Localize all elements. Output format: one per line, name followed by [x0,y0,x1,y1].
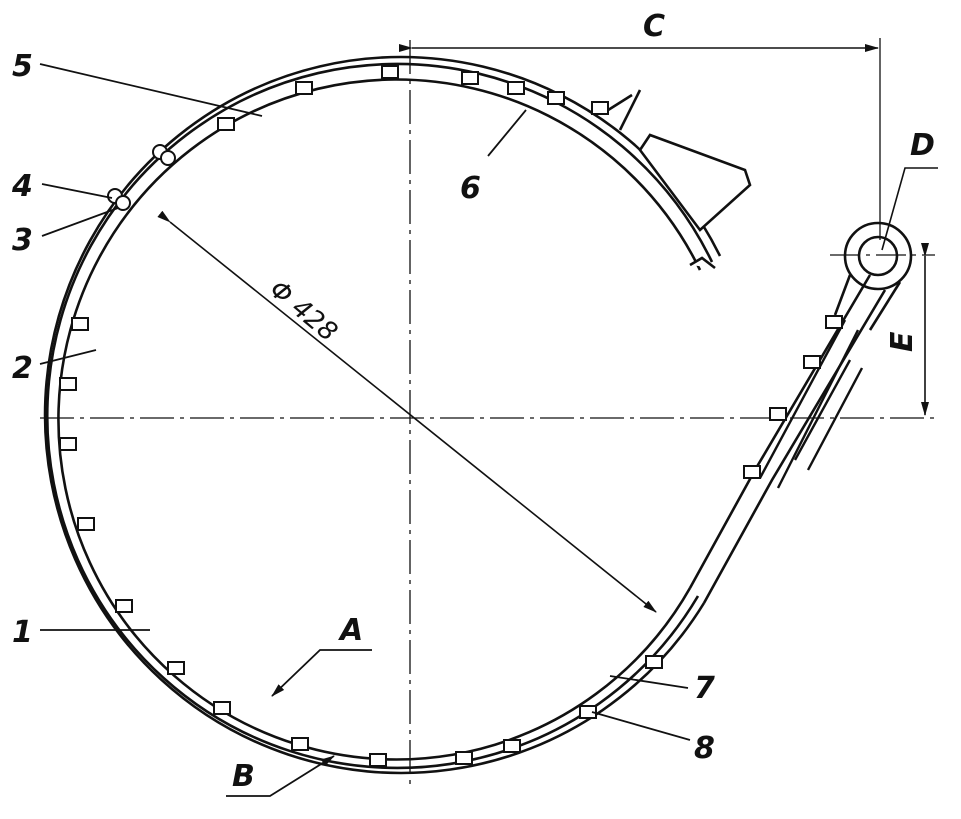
label-d: D [910,128,935,163]
eye-lug [833,221,913,331]
label-b: B [232,759,255,794]
lock-bracket [604,89,752,270]
leader-4 [41,183,113,199]
label-e: E [885,331,920,352]
diameter-leader [157,210,657,613]
label-2: 2 [12,351,33,386]
leader-b [226,755,335,797]
leader-2 [39,349,97,365]
label-8: 8 [694,731,715,766]
leader-a [271,649,372,697]
leader-5 [39,63,263,117]
leader-7 [609,675,689,689]
bolts [59,65,843,767]
label-a: A [338,613,363,648]
label-3: 3 [12,223,33,258]
label-7: 7 [694,671,715,706]
label-1: 1 [12,615,33,650]
leader-6 [487,109,527,157]
leader-8 [591,711,691,741]
diameter-label: Φ 428 [264,274,343,347]
leader-3 [41,207,119,237]
nut-cluster [107,144,176,211]
band-tail [688,274,887,604]
label-4: 4 [11,169,33,204]
label-c: C [643,9,665,44]
leader-d [881,167,938,251]
hoop-band [43,55,722,775]
label-5: 5 [12,49,33,84]
tension-plates [758,319,864,489]
label-6: 6 [460,171,481,206]
